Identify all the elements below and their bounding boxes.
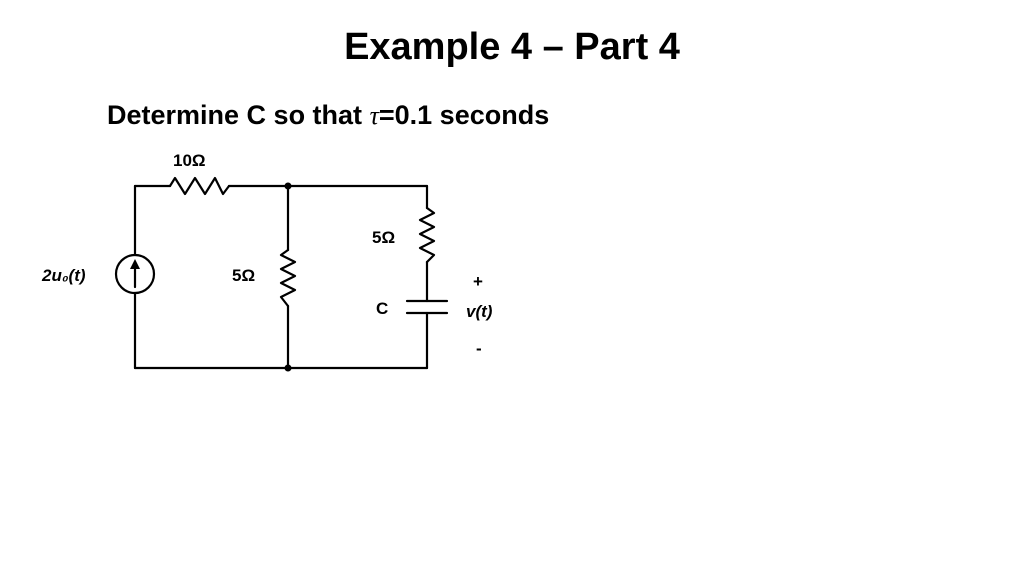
junction-dot-bottom — [284, 364, 292, 372]
middle-resistor — [279, 248, 297, 308]
plus-sign: + — [473, 272, 483, 291]
capacitor — [405, 299, 449, 315]
problem-statement: Determine C so that τ=0.1 seconds — [107, 100, 549, 131]
capacitor-label: C — [376, 299, 388, 318]
source-label: 2u₀(t) — [41, 266, 86, 285]
problem-text-prefix: Determine C so that — [107, 100, 370, 130]
top-resistor — [168, 176, 231, 196]
problem-text-suffix: =0.1 seconds — [378, 100, 550, 130]
source-arrowhead — [130, 259, 140, 269]
tau-symbol: τ — [369, 101, 379, 130]
middle-resistor-label: 5Ω — [232, 266, 255, 285]
output-voltage-label: v(t) — [466, 302, 493, 321]
top-resistor-label: 10Ω — [173, 151, 206, 170]
junction-dot-top — [284, 182, 292, 190]
right-resistor — [418, 206, 436, 264]
slide-title: Example 4 – Part 4 — [344, 26, 680, 68]
minus-sign: - — [476, 339, 482, 358]
right-resistor-label: 5Ω — [372, 228, 395, 247]
current-source — [114, 253, 156, 295]
